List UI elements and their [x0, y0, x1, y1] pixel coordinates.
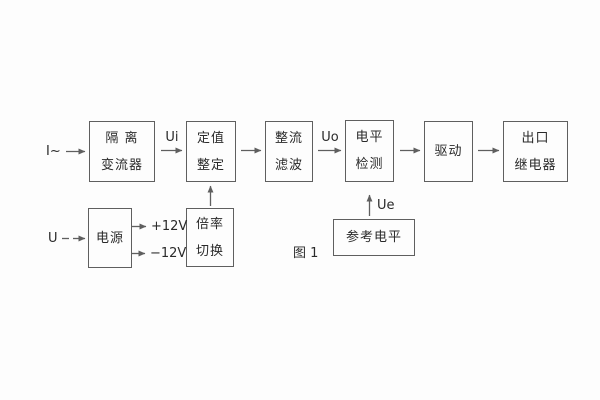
block-label-line: 滤波 [274, 157, 303, 173]
block-label-line: 参考电平 [345, 230, 402, 245]
block-label-line: 检测 [355, 157, 384, 172]
block-label-line: 出口 [521, 130, 550, 146]
block-isolation-transformer: 隔 离 变流器 [89, 121, 155, 182]
block-rectifier-filter: 整流 滤波 [265, 121, 313, 182]
block-label-line: 变流器 [100, 157, 143, 173]
block-label-line: 驱动 [434, 144, 463, 159]
block-reference-level: 参考电平 [333, 219, 415, 256]
plus-12v-label: +12V [151, 219, 188, 234]
block-drive: 驱动 [424, 121, 473, 182]
signal-ui-label: Ui [165, 130, 179, 145]
block-label-line: 继电器 [514, 157, 557, 173]
block-label-line: 倍率 [195, 216, 224, 232]
block-level-detection: 电平 检测 [345, 120, 394, 182]
block-label-line: 隔 离 [105, 130, 139, 146]
block-label-line: 电平 [355, 130, 384, 145]
block-power-supply: 电源 [88, 208, 132, 268]
block-label-line: 切换 [195, 243, 224, 259]
input-current-label: I~ [46, 144, 61, 159]
signal-ue-label: Ue [377, 198, 395, 213]
block-output-relay: 出口 继电器 [503, 121, 568, 182]
signal-uo-label: Uo [321, 130, 339, 145]
input-voltage-label: U [48, 231, 58, 246]
block-multiplier-switch: 倍率 切换 [186, 208, 234, 267]
minus-12v-label: −12V [150, 246, 187, 261]
figure-caption: 图 1 [293, 246, 319, 261]
block-label-line: 整定 [196, 157, 225, 173]
block-label-line: 整流 [274, 130, 303, 146]
block-label-line: 电源 [95, 230, 124, 246]
block-label-line: 定值 [196, 130, 225, 146]
block-setpoint-setting: 定值 整定 [186, 121, 236, 182]
